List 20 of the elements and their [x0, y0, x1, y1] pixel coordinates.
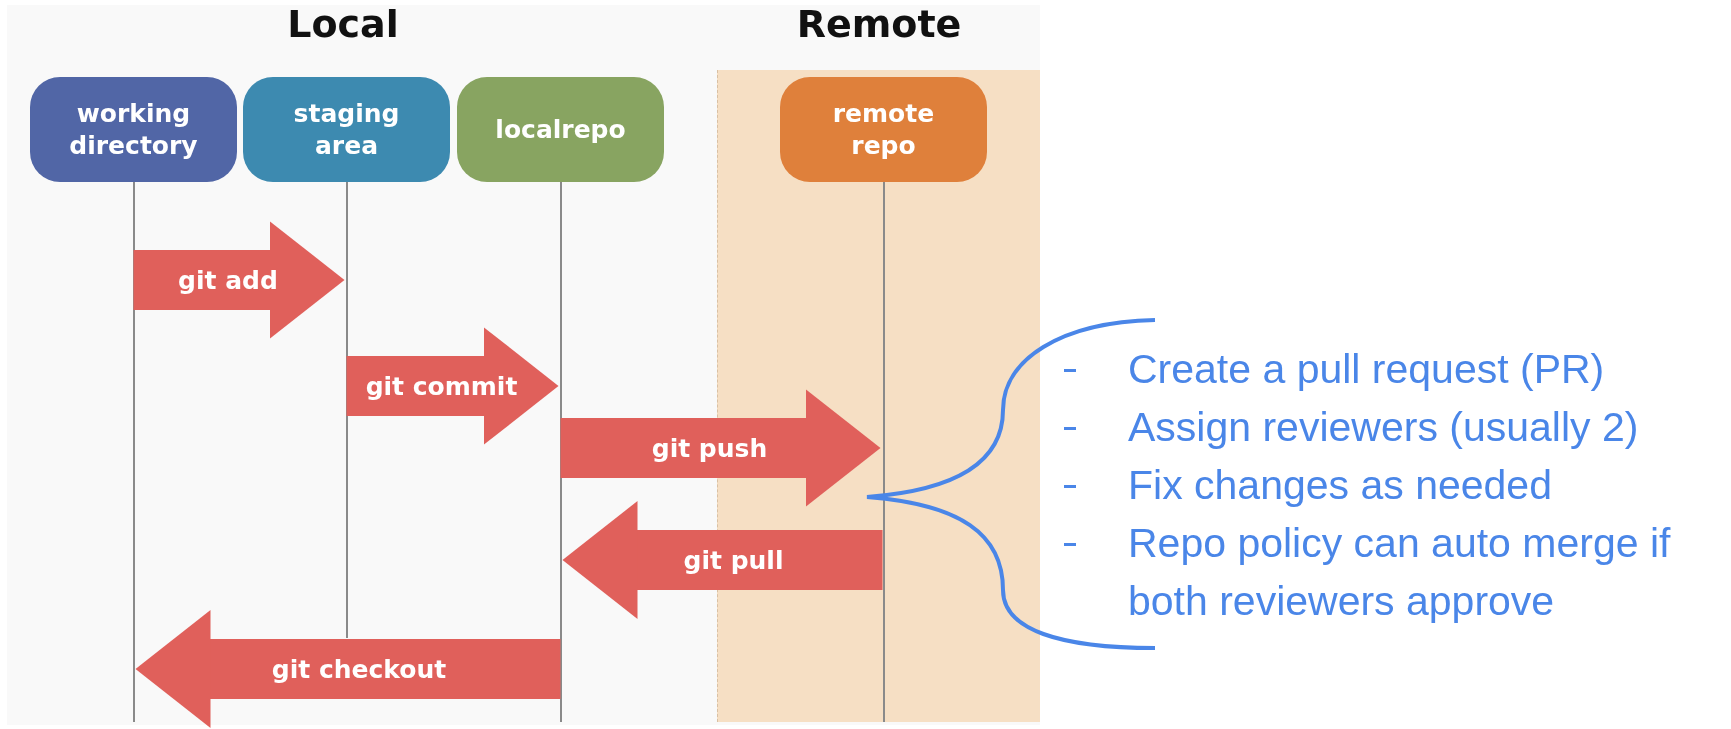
box-label: localrepo: [495, 113, 626, 146]
note-text: Repo policy can auto merge if both reviewers approve: [1128, 519, 1672, 626]
block-arrow: [562, 501, 883, 619]
box-label: working directory: [68, 98, 199, 161]
block-arrow: [560, 389, 881, 507]
block-arrow: [135, 610, 561, 728]
block-arrow: [346, 327, 559, 445]
note-text: Assign reviewers (usually 2): [1128, 403, 1640, 452]
block-arrow: [133, 221, 345, 339]
band-heading: Remote: [795, 2, 963, 46]
edge-label: git pull: [683, 545, 784, 575]
section-heading: Local: [287, 2, 399, 46]
box-label: staging area: [292, 98, 401, 161]
note-text: Create a pull request (PR): [1128, 345, 1606, 394]
edge-label: git push: [651, 433, 768, 463]
box-label: remote repo: [831, 98, 936, 161]
note-text: Fix changes as needed: [1128, 461, 1553, 510]
edge-label: git checkout: [271, 654, 447, 684]
edge-label: git commit: [365, 371, 518, 401]
edge-label: git add: [178, 265, 278, 295]
